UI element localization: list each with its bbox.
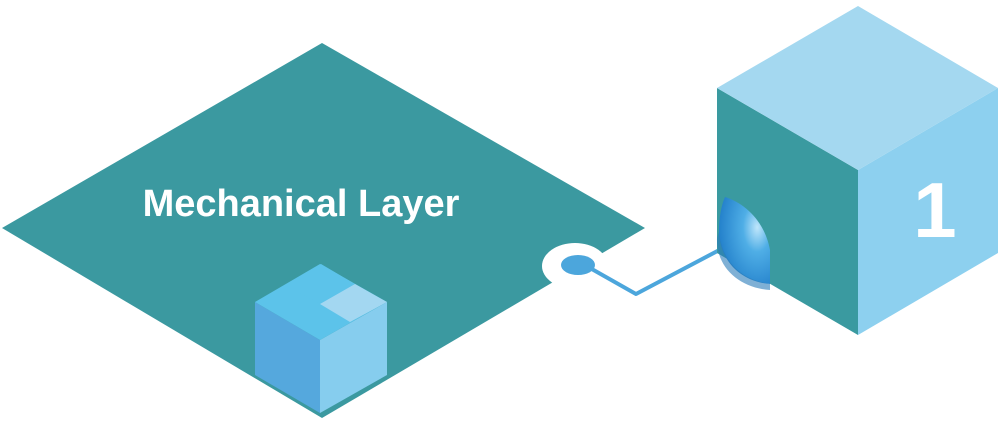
connector-node xyxy=(561,255,595,275)
hemisphere-joint-icon xyxy=(716,197,770,290)
small-box-right-face xyxy=(320,302,387,413)
small-box-left-face xyxy=(255,302,320,413)
layer-label: Mechanical Layer xyxy=(143,183,460,225)
mechanical-layer-plane xyxy=(2,43,645,418)
large-cube-right-face xyxy=(858,88,998,335)
small-box-tape-light xyxy=(320,284,387,322)
connector-node-icon xyxy=(542,243,608,289)
dome xyxy=(719,197,770,284)
dome-shadow xyxy=(716,232,770,290)
package-box-icon xyxy=(255,264,387,413)
connector-line xyxy=(588,245,727,296)
large-cube-top-face xyxy=(717,6,998,170)
cube-number: 1 xyxy=(913,166,956,254)
